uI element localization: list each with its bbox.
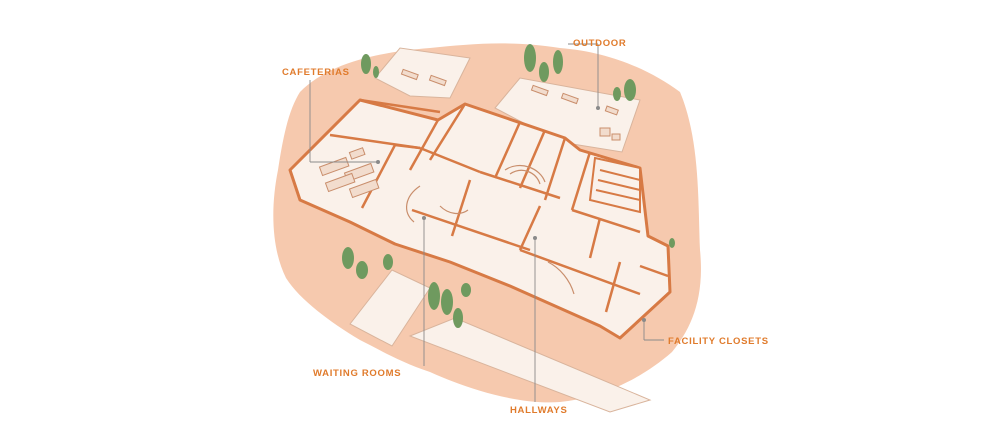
label-cafeterias: CAFETERIAS — [282, 67, 350, 78]
leader-lines — [309, 43, 664, 402]
road — [408, 317, 652, 413]
building-floor — [288, 98, 672, 340]
leader-dots — [376, 106, 646, 322]
trees — [342, 44, 675, 328]
pergola — [588, 156, 641, 214]
label-facility-closets: FACILITY CLOSETS — [668, 336, 769, 347]
outdoor-furniture — [400, 68, 621, 141]
upper-plaza — [374, 47, 471, 99]
stairs — [406, 165, 575, 295]
label-outdoor: OUTDOOR — [573, 38, 627, 49]
label-waiting-rooms: WAITING ROOMS — [313, 368, 402, 379]
interior-walls — [329, 98, 669, 313]
label-hallways: HALLWAYS — [510, 405, 568, 416]
